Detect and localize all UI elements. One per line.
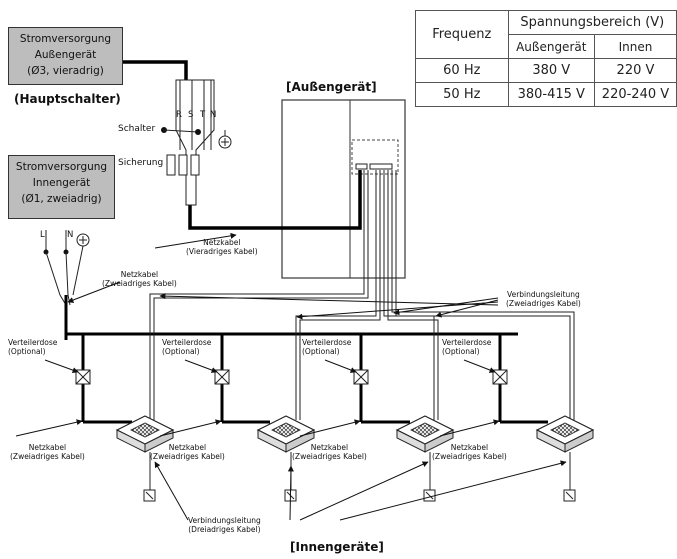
distribution-box-line2: (Optional) — [162, 347, 200, 356]
power-cable-4wire-line2: (Vieradriges Kabel) — [186, 247, 258, 256]
outdoor-voltage-cell: 380-415 V — [507, 82, 595, 107]
power-cable-2wire-label: Netzkabel (Zweiadriges Kabel) — [102, 270, 177, 288]
main-switch-label: (Hauptschalter) — [14, 92, 121, 106]
connection-2wire-label: Verbindungsleitung (Zweiadriges Kabel) — [506, 290, 581, 308]
fuse-label: Sicherung — [118, 158, 164, 168]
power-cable-4wire-line1: Netzkabel — [203, 238, 241, 247]
indoor-power-line1: Stromversorgung — [15, 161, 108, 173]
distribution-box-line1: Verteilerdose — [8, 338, 58, 347]
distribution-box-line2: (Optional) — [442, 347, 480, 356]
indoor-units — [115, 415, 595, 453]
power-cable-2wire-line2: (Zweiadriges Kabel) — [102, 279, 177, 288]
frequency-cell: 60 Hz — [415, 58, 509, 83]
indoor-phase-l: L — [40, 230, 45, 240]
distribution-box-label: Verteilerdose (Optional) — [442, 338, 491, 356]
frequency-cell: 50 Hz — [415, 82, 509, 107]
indoor-power-cable-label: Netzkabel (Zweiadriges Kabel) — [432, 443, 507, 461]
connection-3wire-line1: Verbindungsleitung — [188, 516, 261, 525]
indoor-power-cable-line2: (Zweiadriges Kabel) — [150, 452, 225, 461]
indoor-power-cable-label: Netzkabel (Zweiadriges Kabel) — [150, 443, 225, 461]
distribution-box-line1: Verteilerdose — [162, 338, 212, 347]
indoor-voltage-cell: 220-240 V — [593, 82, 677, 107]
connection-2wire-line1: Verbindungsleitung — [507, 290, 580, 299]
distribution-box-line1: Verteilerdose — [442, 338, 492, 347]
voltage-spec-table: Frequenz Spannungsbereich (V) Außengerät… — [415, 10, 677, 107]
indoor-power-cable-line2: (Zweiadriges Kabel) — [432, 452, 507, 461]
outdoor-unit — [281, 99, 406, 279]
communication-lines — [149, 170, 575, 420]
connection-3wire-line2: (Dreiadriges Kabel) — [188, 525, 261, 534]
indoor-voltage-cell: 220 V — [593, 58, 677, 83]
outdoor-header: Außengerät — [507, 34, 595, 59]
frequency-header: Frequenz — [415, 10, 509, 59]
outdoor-power-cable — [123, 60, 362, 230]
table-row: 60 Hz 380 V 220 V — [415, 58, 677, 83]
outdoor-unit-title: [Außengerät] — [286, 80, 377, 94]
power-cable-2wire-line1: Netzkabel — [120, 270, 159, 279]
distribution-box-line2: (Optional) — [8, 347, 46, 356]
indoor-units-title: [Innengeräte] — [290, 540, 384, 554]
outdoor-power-line1: Stromversorgung — [19, 33, 112, 45]
indoor-power-cable-label: Netzkabel (Zweiadriges Kabel) — [10, 443, 85, 461]
indoor-power-wires — [43, 230, 90, 340]
table-row: 50 Hz 380-415 V 220-240 V — [415, 82, 677, 107]
distribution-box-label: Verteilerdose (Optional) — [8, 338, 57, 356]
phase-r: R — [176, 110, 182, 120]
distribution-box-line1: Verteilerdose — [302, 338, 352, 347]
indoor-power-line3: (Ø1, zweiadrig) — [21, 193, 102, 205]
phase-n: N — [210, 110, 217, 120]
indoor-power-cable-line1: Netzkabel — [450, 443, 489, 452]
indoor-power-cable-line2: (Zweiadriges Kabel) — [10, 452, 85, 461]
indoor-power-cable-line1: Netzkabel — [310, 443, 349, 452]
voltage-header: Spannungsbereich (V) — [507, 10, 677, 35]
indoor-power-cable-label: Netzkabel (Zweiadriges Kabel) — [292, 443, 367, 461]
indoor-power-line2: Innengerät — [32, 177, 91, 189]
connection-3wire-label: Verbindungsleitung (Dreiadriges Kabel) — [188, 516, 261, 534]
outdoor-power-line2: Außengerät — [34, 49, 97, 61]
indoor-power-supply-box: Stromversorgung Innengerät (Ø1, zweiadri… — [8, 155, 115, 219]
indoor-phase-n: N — [67, 230, 74, 240]
distribution-box-label: Verteilerdose (Optional) — [162, 338, 211, 356]
phase-s: S — [188, 110, 194, 120]
connection-2wire-line2: (Zweiadriges Kabel) — [506, 299, 581, 308]
phase-t: T — [200, 110, 206, 120]
outdoor-voltage-cell: 380 V — [507, 58, 595, 83]
indoor-header: Innen — [593, 34, 677, 59]
switch-assembly — [161, 79, 232, 206]
switch-label: Schalter — [118, 124, 156, 134]
outdoor-power-line3: (Ø3, vieradrig) — [27, 65, 104, 77]
leader-arrows — [15, 232, 567, 521]
power-cable-4wire-label: Netzkabel (Vieradriges Kabel) — [186, 238, 258, 256]
distribution-boxes — [75, 369, 508, 385]
distribution-box-label: Verteilerdose (Optional) — [302, 338, 351, 356]
distribution-box-line2: (Optional) — [302, 347, 340, 356]
outdoor-power-supply-box: Stromversorgung Außengerät (Ø3, vieradri… — [8, 27, 123, 85]
indoor-power-cable-line1: Netzkabel — [28, 443, 67, 452]
indoor-power-cable-line1: Netzkabel — [168, 443, 207, 452]
indoor-power-cable-line2: (Zweiadriges Kabel) — [292, 452, 367, 461]
